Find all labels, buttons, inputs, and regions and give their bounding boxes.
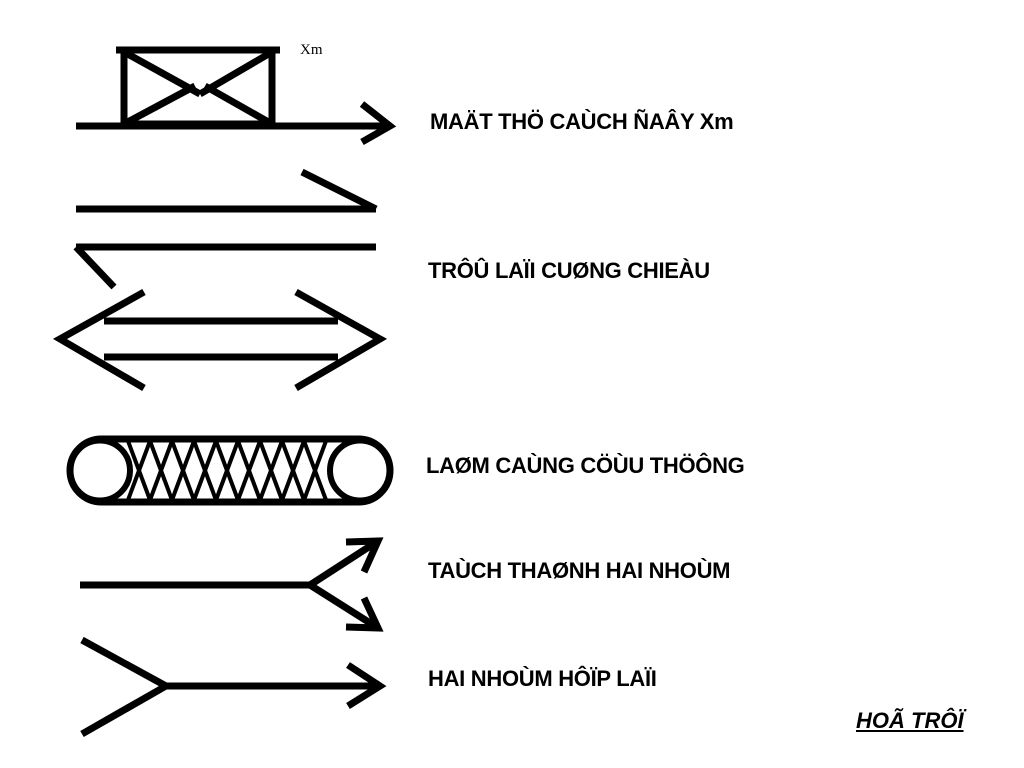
label-tro-lai: TRÔÛ LAÏI CUØNG CHIEÀU [428, 258, 710, 283]
double-headed-arrow-icon [52, 288, 388, 392]
symbol-tro-lai [73, 168, 378, 290]
stretcher-icon [66, 435, 394, 506]
label-mat-thu: MAÄT THÖ CAÙCH ÑAÂY Xm [430, 109, 734, 134]
envelope-icon [116, 46, 280, 128]
label-hop-lai: HAI NHOÙM HÔÏP LAÏI [428, 666, 657, 691]
distance-marker-label: Xm [300, 42, 323, 58]
split-arrow-icon [80, 537, 384, 632]
label-lam-cang: LAØM CAÙNG CÖÙU THÖÔNG [426, 453, 745, 478]
label-tach-thanh: TAÙCH THAØNH HAI NHOÙM [428, 558, 731, 583]
merge-arrow-icon [80, 636, 387, 738]
help-link[interactable]: HOÃ TRÔÏ [856, 708, 964, 733]
symbol-mat-thu [76, 46, 397, 146]
arrow-right-icon [76, 101, 397, 146]
